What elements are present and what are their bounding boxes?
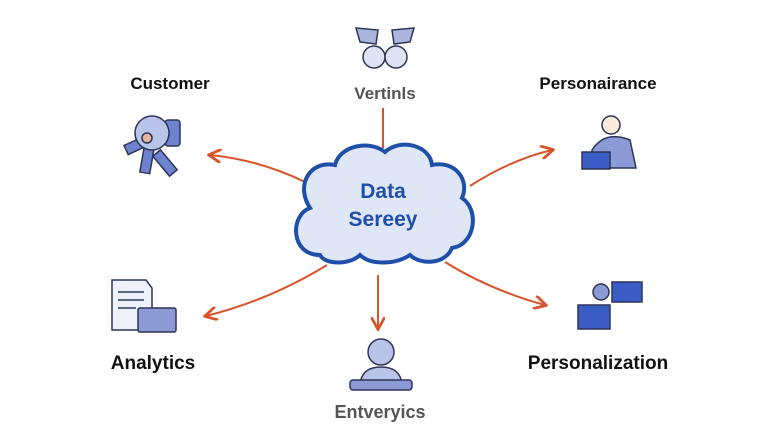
person-laptop-icon [581, 115, 637, 170]
arrow-personalization [444, 261, 545, 305]
arrow-personairance [469, 150, 552, 187]
arrow-analytics [206, 264, 328, 316]
arrow-customer [210, 155, 306, 183]
node-label-entveryics: Entveryics [334, 402, 426, 422]
magnifier-icon [123, 115, 181, 178]
presenter-board-icon [577, 281, 643, 330]
node-label-top: Vertinls [354, 84, 416, 103]
node-label-personalization: Personalization [527, 353, 669, 374]
user-desk-icon [349, 338, 413, 391]
wings-icon [354, 27, 416, 69]
node-label-analytics: Analytics [110, 353, 196, 374]
document-chart-icon [111, 279, 177, 333]
node-label-customer: Customer [130, 74, 210, 93]
center-line-2: Sereey [348, 208, 418, 231]
center-node: Data Sereey [349, 178, 418, 234]
center-line-1: Data [360, 180, 406, 203]
node-label-personairance: Personairance [539, 74, 657, 93]
cloud-shape [294, 142, 475, 265]
